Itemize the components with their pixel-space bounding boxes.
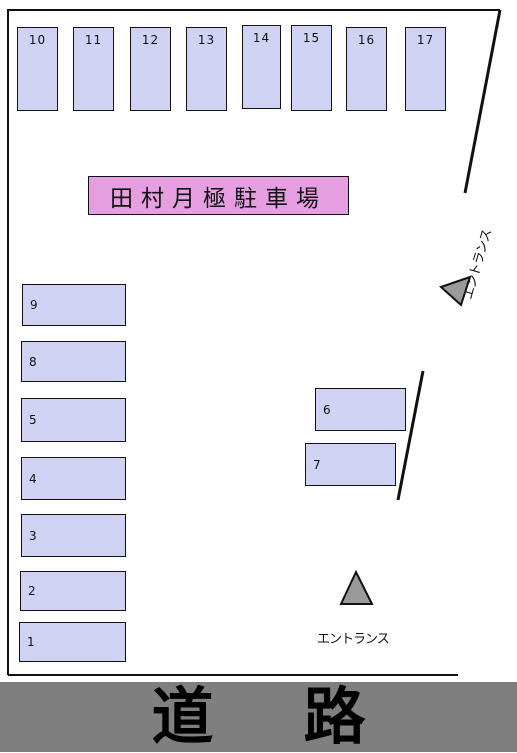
middle-divider-line (396, 370, 425, 501)
parking-space-number: 2 (28, 584, 36, 598)
parking-space-3[interactable]: 3 (21, 514, 126, 557)
parking-space-17[interactable]: 17 (405, 27, 446, 111)
parking-space-number: 17 (416, 33, 435, 47)
parking-space-number: 13 (197, 33, 216, 47)
parking-space-15[interactable]: 15 (291, 25, 332, 111)
right-boundary-line (463, 9, 502, 194)
lot-outline (7, 9, 500, 675)
entrance-right-marker-icon (439, 275, 472, 307)
parking-space-number: 3 (29, 528, 37, 543)
parking-space-number: 11 (84, 33, 103, 47)
road-band: 道路 (0, 682, 517, 752)
parking-space-4[interactable]: 4 (21, 457, 126, 500)
entrance-bottom-label: エントランス (317, 632, 390, 647)
parking-space-number: 16 (357, 33, 376, 47)
parking-space-13[interactable]: 13 (186, 27, 227, 111)
parking-lot-title: 田村月極駐車場 (88, 176, 349, 215)
parking-space-number: 10 (28, 33, 47, 47)
parking-space-11[interactable]: 11 (73, 27, 114, 111)
road-label: 道路 (151, 680, 456, 753)
parking-space-number: 7 (313, 457, 321, 472)
parking-space-number: 8 (29, 354, 37, 369)
parking-space-12[interactable]: 12 (130, 27, 171, 111)
parking-space-number: 5 (29, 413, 37, 427)
parking-space-2[interactable]: 2 (20, 571, 126, 611)
parking-space-7[interactable]: 7 (305, 443, 396, 486)
parking-space-10[interactable]: 10 (17, 27, 58, 111)
parking-space-number: 6 (323, 402, 331, 417)
parking-space-5[interactable]: 5 (21, 398, 126, 442)
parking-space-14[interactable]: 14 (242, 25, 281, 109)
parking-space-number: 4 (29, 471, 37, 486)
parking-space-number: 12 (141, 33, 160, 47)
parking-space-8[interactable]: 8 (21, 341, 126, 382)
entrance-bottom-marker-icon (339, 569, 374, 605)
parking-space-number: 1 (27, 635, 35, 649)
parking-space-1[interactable]: 1 (19, 622, 126, 662)
parking-space-9[interactable]: 9 (22, 284, 126, 326)
parking-space-6[interactable]: 6 (315, 388, 406, 431)
parking-space-16[interactable]: 16 (346, 27, 387, 111)
parking-space-number: 9 (30, 298, 38, 312)
parking-space-number: 15 (302, 31, 321, 45)
parking-space-number: 14 (252, 31, 271, 45)
